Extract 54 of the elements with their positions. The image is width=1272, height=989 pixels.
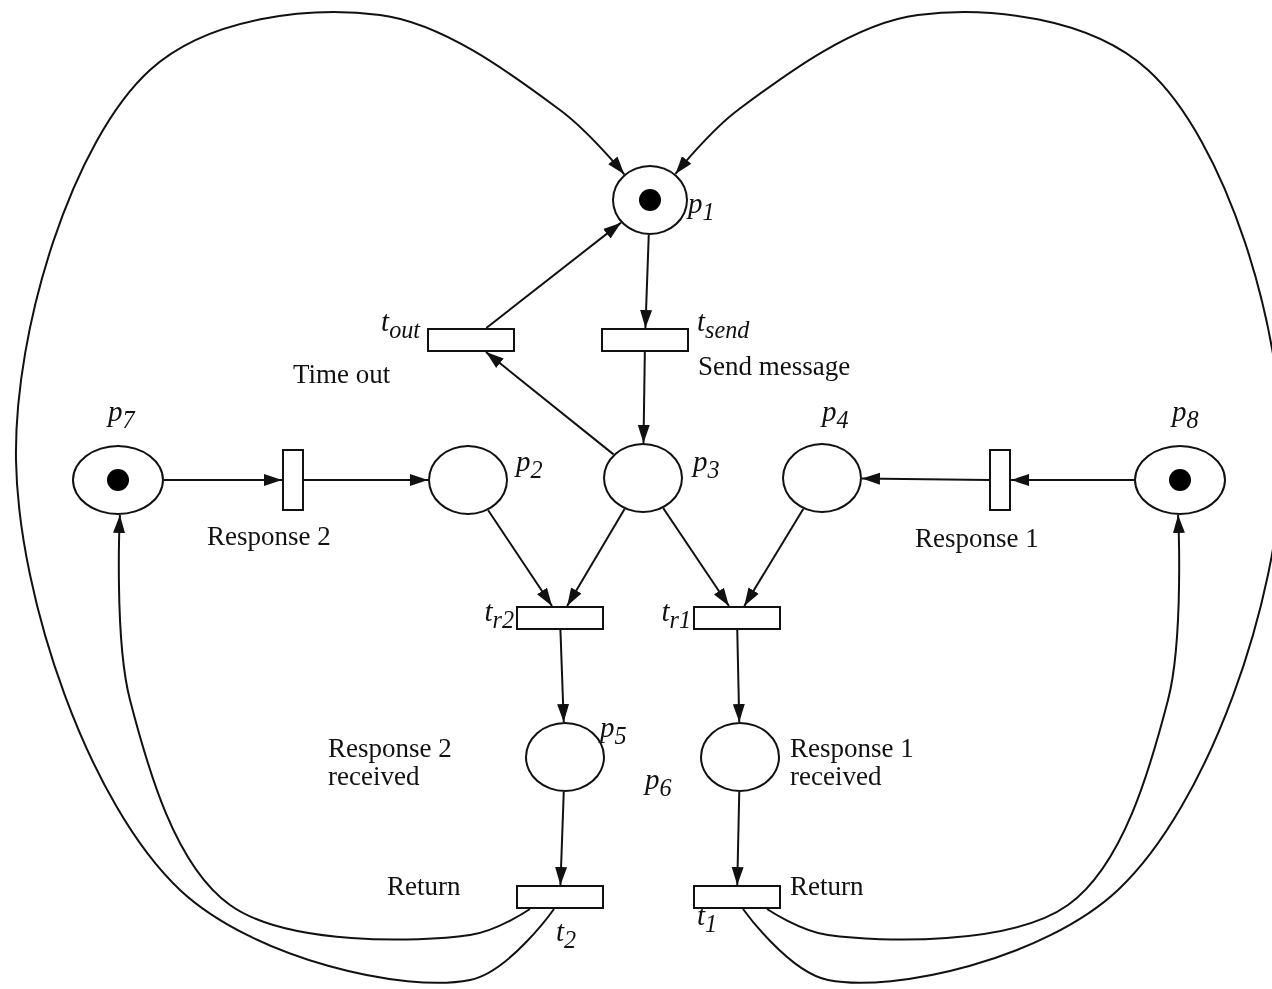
arrow [487, 509, 553, 607]
token-dot [639, 189, 661, 211]
node-symbol-label: p$_{2}$ [516, 446, 543, 483]
node-caption: Response 1 [915, 524, 1039, 553]
transition-bar [693, 606, 781, 630]
transition-bar [601, 328, 689, 352]
arrow [640, 234, 653, 329]
arrow [766, 513, 1185, 941]
arrow [303, 474, 429, 486]
arrow [163, 474, 283, 486]
token-dot [107, 469, 129, 491]
transition-bar [693, 885, 781, 909]
node-symbol-label: p$_{5}$ [600, 712, 627, 749]
place-circle [612, 165, 688, 235]
arrow [557, 629, 570, 723]
transition-bar [516, 606, 604, 630]
node-symbol-label: t$_{1}$ [697, 900, 718, 937]
arrow [555, 791, 568, 886]
arrow [484, 351, 615, 456]
node-caption: Response 2 received [328, 734, 453, 791]
token-dot [1169, 469, 1191, 491]
arrow [662, 507, 730, 607]
node-symbol-label: p$_{7}$ [108, 396, 135, 433]
node-caption: Response 2 [207, 522, 331, 551]
arrow [674, 11, 1272, 984]
node-symbol-label: t$_{send}$ [697, 306, 750, 343]
arrow [731, 791, 744, 886]
node-symbol-label: p$_{3}$ [693, 446, 720, 483]
arrow [861, 472, 990, 485]
node-symbol-label: t$_{r1}$ [661, 596, 691, 633]
node-symbol-label: p$_{6}$ [645, 764, 672, 801]
node-symbol-label: p$_{4}$ [822, 396, 849, 433]
transition-bar [427, 328, 515, 352]
arrow [113, 513, 531, 941]
node-caption: Return [387, 872, 461, 901]
node-symbol-label: t$_{r2}$ [484, 596, 514, 633]
node-caption: Time out [293, 360, 391, 389]
node-symbol-label: t$_{out}$ [381, 306, 420, 343]
node-symbol-label: t$_{2}$ [556, 916, 577, 953]
arrow [485, 221, 623, 329]
arrow [1010, 474, 1135, 486]
arrow [637, 351, 650, 444]
node-symbol-label: p$_{8}$ [1172, 396, 1199, 433]
transition-bar [282, 449, 304, 511]
node-symbol-label: p$_{1}$ [688, 188, 715, 225]
arrow [743, 507, 805, 607]
arrow [15, 11, 626, 984]
node-caption: Send message [698, 352, 851, 381]
arrow [566, 508, 626, 607]
node-caption: Return [790, 872, 864, 901]
node-caption: Response 1 received [790, 734, 915, 791]
arrow [732, 629, 745, 723]
transition-bar [989, 449, 1011, 511]
transition-bar [516, 885, 604, 909]
